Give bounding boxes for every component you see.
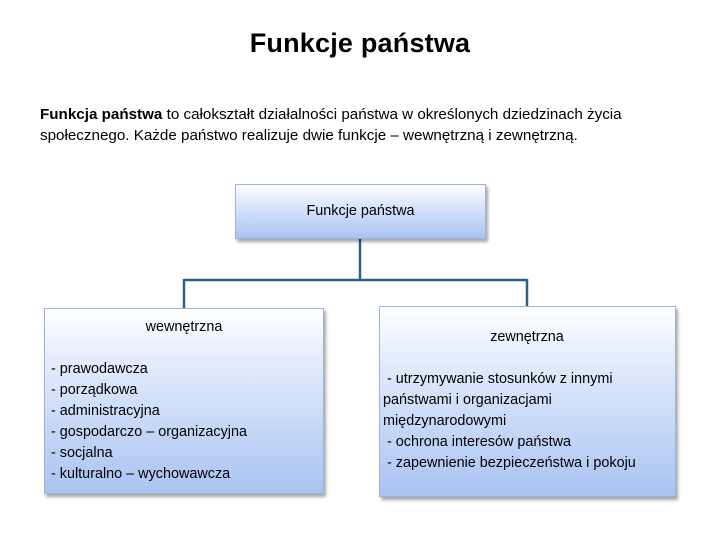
list-item: - socjalna bbox=[51, 445, 113, 461]
list-item: - zapewnienie bezpieczeństwa i pokoju bbox=[383, 455, 636, 471]
list-item: - kulturalno – wychowawcza bbox=[51, 466, 231, 482]
definition-text: to całokształt działalności państwa w ok… bbox=[40, 106, 622, 144]
list-item: - utrzymywanie stosunków z innymi państw… bbox=[383, 371, 617, 429]
internal-function-box: wewnętrzna - prawodawcza - porządkowa - … bbox=[44, 308, 324, 494]
external-function-heading: zewnętrzna bbox=[490, 329, 564, 345]
root-node-box: Funkcje państwa bbox=[235, 184, 486, 239]
list-item: - administracyjna bbox=[51, 403, 160, 419]
external-function-box: zewnętrzna - utrzymywanie stosunków z in… bbox=[379, 306, 676, 497]
list-item: - gospodarczo – organizacyjna bbox=[51, 424, 247, 440]
internal-function-heading: wewnętrzna bbox=[145, 319, 223, 335]
definition-term: Funkcja państwa bbox=[40, 106, 163, 123]
root-node-label: Funkcje państwa bbox=[306, 203, 415, 219]
list-item: - prawodawcza bbox=[51, 361, 148, 377]
list-item: - porządkowa bbox=[51, 382, 138, 398]
internal-function-list: - prawodawcza - porządkowa - administrac… bbox=[51, 359, 317, 485]
intro-paragraph: Funkcja państwa to całokształt działalno… bbox=[40, 104, 700, 146]
list-item: - ochrona interesów państwa bbox=[383, 434, 571, 450]
page-title: Funkcje państwa bbox=[249, 28, 471, 58]
external-function-list: - utrzymywanie stosunków z innymi państw… bbox=[383, 369, 671, 474]
